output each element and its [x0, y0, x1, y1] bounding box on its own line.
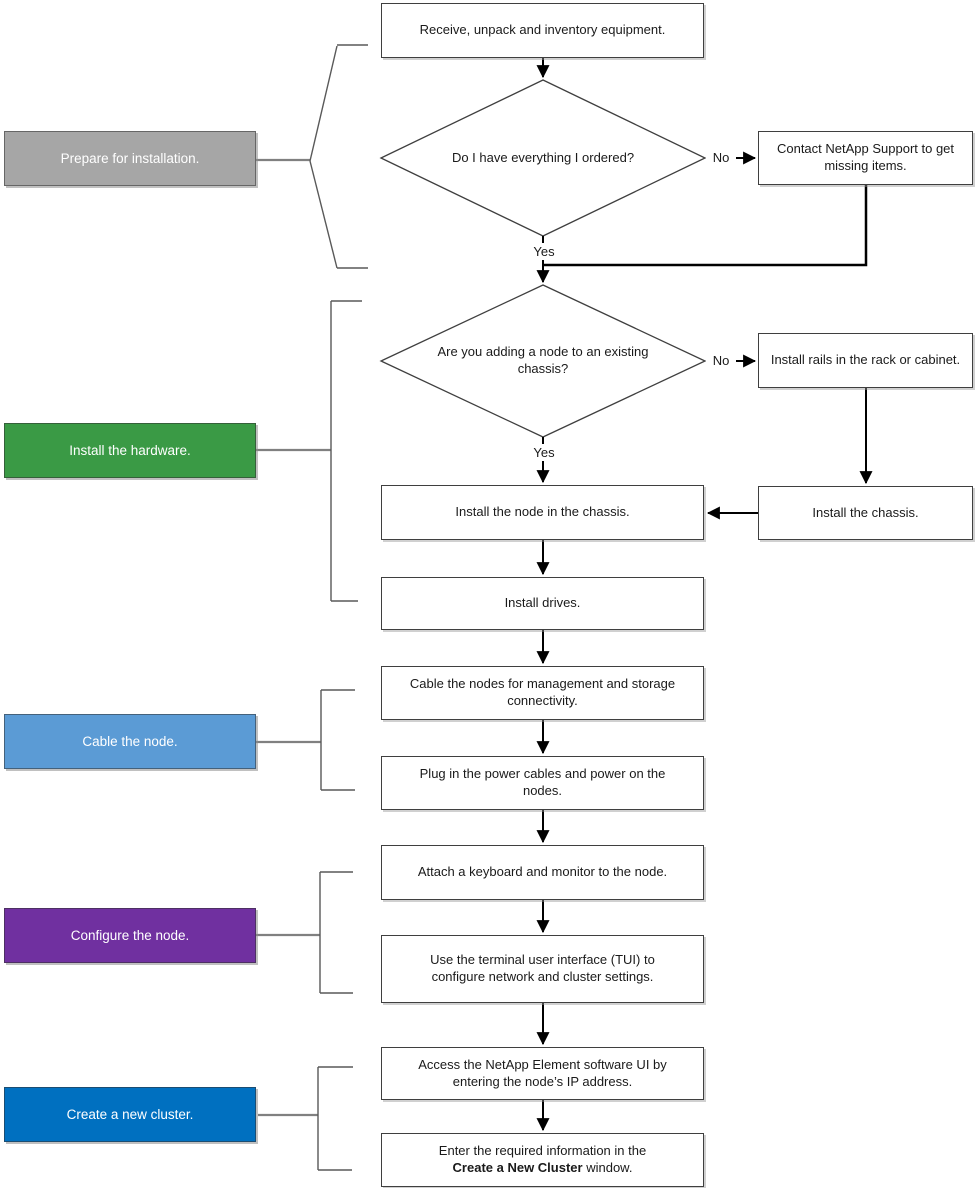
step-box-enter-cluster-info: Enter the required information in the Cr… — [381, 1133, 704, 1187]
step-text: Install the chassis. — [812, 504, 919, 520]
step-text: Install drives. — [504, 595, 581, 611]
step-box-attach-keyboard: Attach a keyboard and monitor to the nod… — [381, 845, 704, 900]
step-box-use-tui: Use the terminal user interface (TUI) to… — [381, 935, 704, 1003]
step-text: Cable the nodes for management and stora… — [409, 676, 676, 708]
step-box-contact-support: Contact NetApp Support to get missing it… — [758, 131, 973, 185]
step-text: Install the node in the chassis. — [455, 504, 630, 520]
step-box-install-drives: Install drives. — [381, 577, 704, 630]
decision-question: Are you adding a node to an existing cha… — [437, 344, 649, 376]
step-text: Install rails in the rack or cabinet. — [770, 352, 961, 368]
phase-label-text: Install the hardware. — [69, 443, 191, 458]
bracket-create-cluster — [258, 1066, 353, 1171]
edge-label-no-2: No — [706, 352, 736, 369]
step-box-access-element-ui: Access the NetApp Element software UI by… — [381, 1047, 704, 1100]
phase-label-configure-the-node: Configure the node. — [4, 908, 256, 963]
step-text: Attach a keyboard and monitor to the nod… — [417, 864, 668, 880]
step-text-bold: Create a New Cluster — [452, 1160, 583, 1175]
bracket-configure-node — [256, 871, 353, 994]
bracket-cable-node — [256, 689, 355, 791]
step-text: Use the terminal user interface (TUI) to… — [430, 952, 655, 984]
step-box-install-node: Install the node in the chassis. — [381, 485, 704, 540]
phase-label-create-a-new-cluster: Create a new cluster. — [4, 1087, 256, 1142]
edge-label-no-1: No — [706, 149, 736, 166]
phase-label-text: Create a new cluster. — [66, 1107, 194, 1122]
step-box-receive-equipment: Receive, unpack and inventory equipment. — [381, 3, 704, 58]
step-box-install-chassis: Install the chassis. — [758, 486, 973, 540]
step-box-cable-nodes: Cable the nodes for management and stora… — [381, 666, 704, 720]
step-text: Plug in the power cables and power on th… — [419, 766, 666, 798]
step-text-prefix: Enter the required information in the — [438, 1143, 647, 1159]
phase-label-text: Prepare for installation. — [60, 151, 200, 166]
decision-text-existing-chassis: Are you adding a node to an existing cha… — [418, 285, 668, 437]
step-text: Enter the required information in the Cr… — [418, 1143, 668, 1177]
decision-text-everything-ordered: Do I have everything I ordered? — [418, 80, 668, 236]
step-text: Contact NetApp Support to get missing it… — [776, 141, 955, 173]
phase-label-prepare-for-installation: Prepare for installation. — [4, 131, 256, 186]
step-text: Receive, unpack and inventory equipment. — [419, 22, 666, 38]
edge-label-yes-1: Yes — [527, 243, 561, 260]
decision-question: Do I have everything I ordered? — [451, 149, 635, 165]
edge-label-yes-2: Yes — [527, 444, 561, 461]
step-text: Access the NetApp Element software UI by… — [418, 1056, 667, 1089]
phase-label-install-the-hardware: Install the hardware. — [4, 423, 256, 478]
bracket-prepare — [256, 44, 368, 269]
step-text-suffix: window. — [582, 1160, 633, 1175]
line-contact-feedback-to-flow — [544, 185, 868, 267]
step-box-install-rails: Install rails in the rack or cabinet. — [758, 333, 973, 388]
phase-label-cable-the-node: Cable the node. — [4, 714, 256, 769]
phase-label-text: Cable the node. — [82, 734, 178, 749]
bracket-install-hardware — [256, 300, 362, 602]
step-box-plug-power: Plug in the power cables and power on th… — [381, 756, 704, 810]
phase-label-text: Configure the node. — [70, 928, 190, 943]
